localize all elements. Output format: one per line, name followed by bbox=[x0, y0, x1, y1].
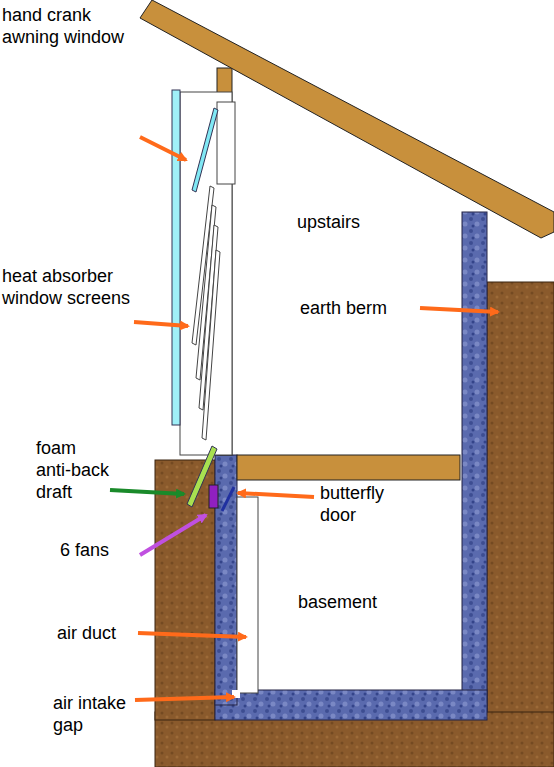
room-label: upstairs bbox=[297, 211, 360, 233]
screens-label: heat absorber window screens bbox=[2, 265, 137, 309]
room-label: basement bbox=[298, 591, 377, 613]
door-label: butterfly door bbox=[320, 482, 420, 526]
foam-label: foam anti-back draft bbox=[36, 437, 114, 503]
duct-label: air duct bbox=[57, 622, 116, 644]
intake-label: air intake gap bbox=[53, 692, 139, 736]
window-label: hand crank awning window bbox=[2, 4, 142, 48]
berm-label: earth berm bbox=[300, 297, 387, 319]
fans-label: 6 fans bbox=[60, 539, 109, 561]
